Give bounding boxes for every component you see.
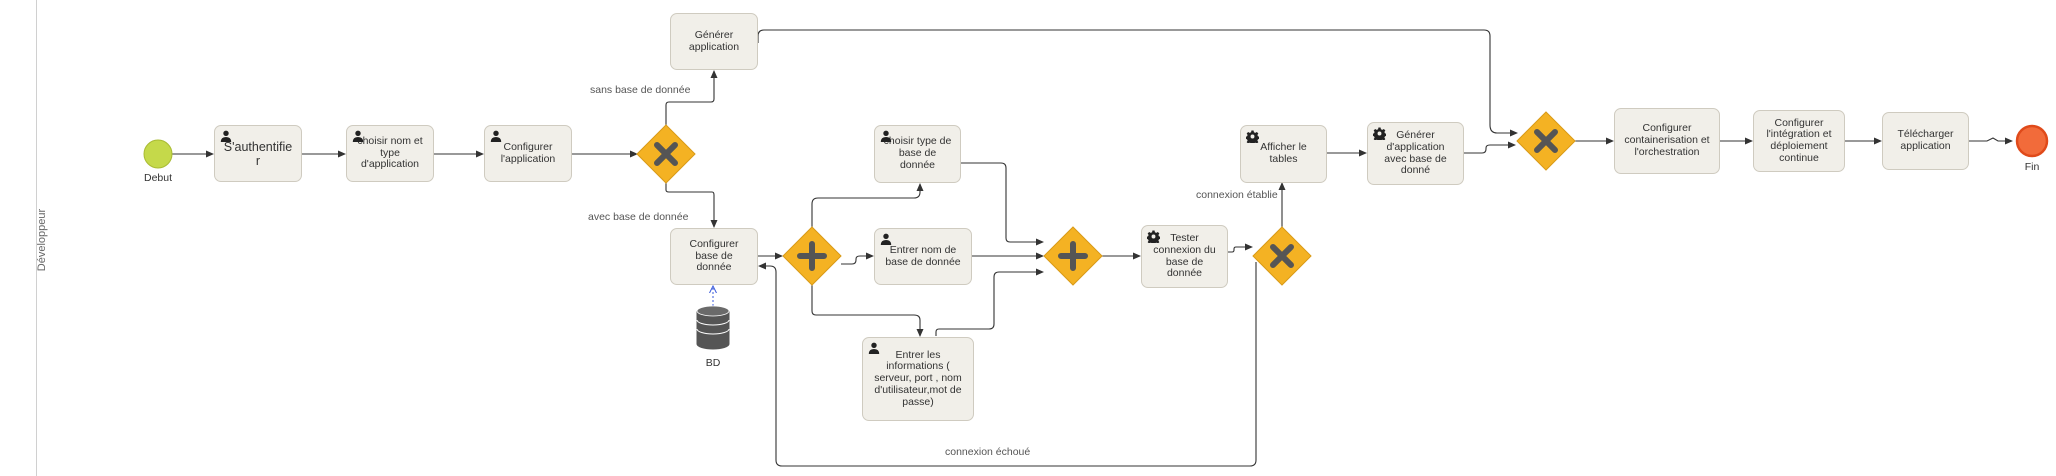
flow-gw2-entrer-infos — [811, 285, 924, 337]
user-icon — [490, 130, 502, 142]
flow-gw2-entrer-nom — [841, 252, 874, 265]
task-afficher-tables[interactable]: Afficher le tables — [1240, 125, 1327, 183]
flow-label-connexion-echoue: connexion échoué — [945, 446, 1031, 458]
task-configurer-containerisation[interactable]: Configurer containerisation et l'orchest… — [1614, 108, 1720, 174]
user-icon — [220, 130, 232, 142]
flow-generer-gw4 — [757, 29, 1518, 137]
task-telecharger-application[interactable]: Télécharger application — [1882, 112, 1969, 170]
user-icon — [880, 130, 892, 142]
task-authentifier[interactable]: S'authentifie r — [214, 125, 302, 182]
lane-divider — [36, 0, 37, 476]
flow-telecharger-end — [1968, 137, 2013, 145]
flow-gw2-choisir-type — [811, 183, 924, 227]
gateway-exclusive-base — [636, 124, 696, 184]
datastore-bd — [696, 305, 730, 350]
gateway-exclusive-connexion — [1252, 226, 1312, 286]
task-configurer-base[interactable]: Configurer base de donnée — [670, 228, 758, 285]
task-entrer-nom-base[interactable]: Entrer nom de base de donnée — [874, 228, 972, 285]
gateway-parallel-split — [782, 226, 842, 286]
flow-gw1-configurer-bd — [665, 183, 718, 228]
flow-generer-bd-gw4 — [1464, 141, 1516, 154]
task-configurer-application[interactable]: Configurer l'application — [484, 125, 572, 182]
flow-tester-gw5 — [1228, 243, 1253, 253]
flow-label-sans-base: sans base de donnée — [590, 84, 691, 96]
start-event — [143, 139, 173, 169]
end-event-label: Fin — [2024, 161, 2040, 173]
datastore-label: BD — [705, 357, 721, 369]
user-icon — [352, 130, 364, 142]
task-choisir-type-base[interactable]: choisir type de base de donnée — [874, 125, 961, 183]
flow-gw1-generer — [665, 70, 718, 125]
flow-label-connexion-etablie: connexion établie — [1196, 189, 1278, 201]
gear-icon — [1372, 127, 1387, 143]
flow-label-avec-base: avec base de donnée — [588, 211, 689, 223]
task-configurer-integration[interactable]: Configurer l'intégration et déploiement … — [1753, 110, 1845, 172]
gateway-parallel-join — [1043, 226, 1103, 286]
start-event-label: Debut — [143, 172, 173, 184]
end-event — [2015, 124, 2049, 158]
task-entrer-informations[interactable]: Entrer les informations ( serveur, port … — [862, 337, 974, 421]
user-icon — [868, 342, 880, 354]
gear-icon — [1146, 230, 1161, 246]
flow-gw5-configurer-bd-echoue — [758, 262, 1257, 467]
flow-choisir-type-gw3 — [960, 162, 1044, 246]
task-choisir-nom[interactable]: choisir nom et type d'application — [346, 125, 434, 182]
flow-entrer-infos-gw3 — [935, 268, 1044, 336]
task-tester-connexion[interactable]: Tester connexion du base de donnée — [1141, 225, 1228, 288]
task-generer-application[interactable]: Générer application — [670, 13, 758, 70]
user-icon — [880, 233, 892, 245]
gateway-exclusive-merge — [1516, 111, 1576, 171]
task-generer-application-base[interactable]: Générer d'application avec base de donné — [1367, 122, 1464, 185]
gear-icon — [1245, 130, 1260, 146]
